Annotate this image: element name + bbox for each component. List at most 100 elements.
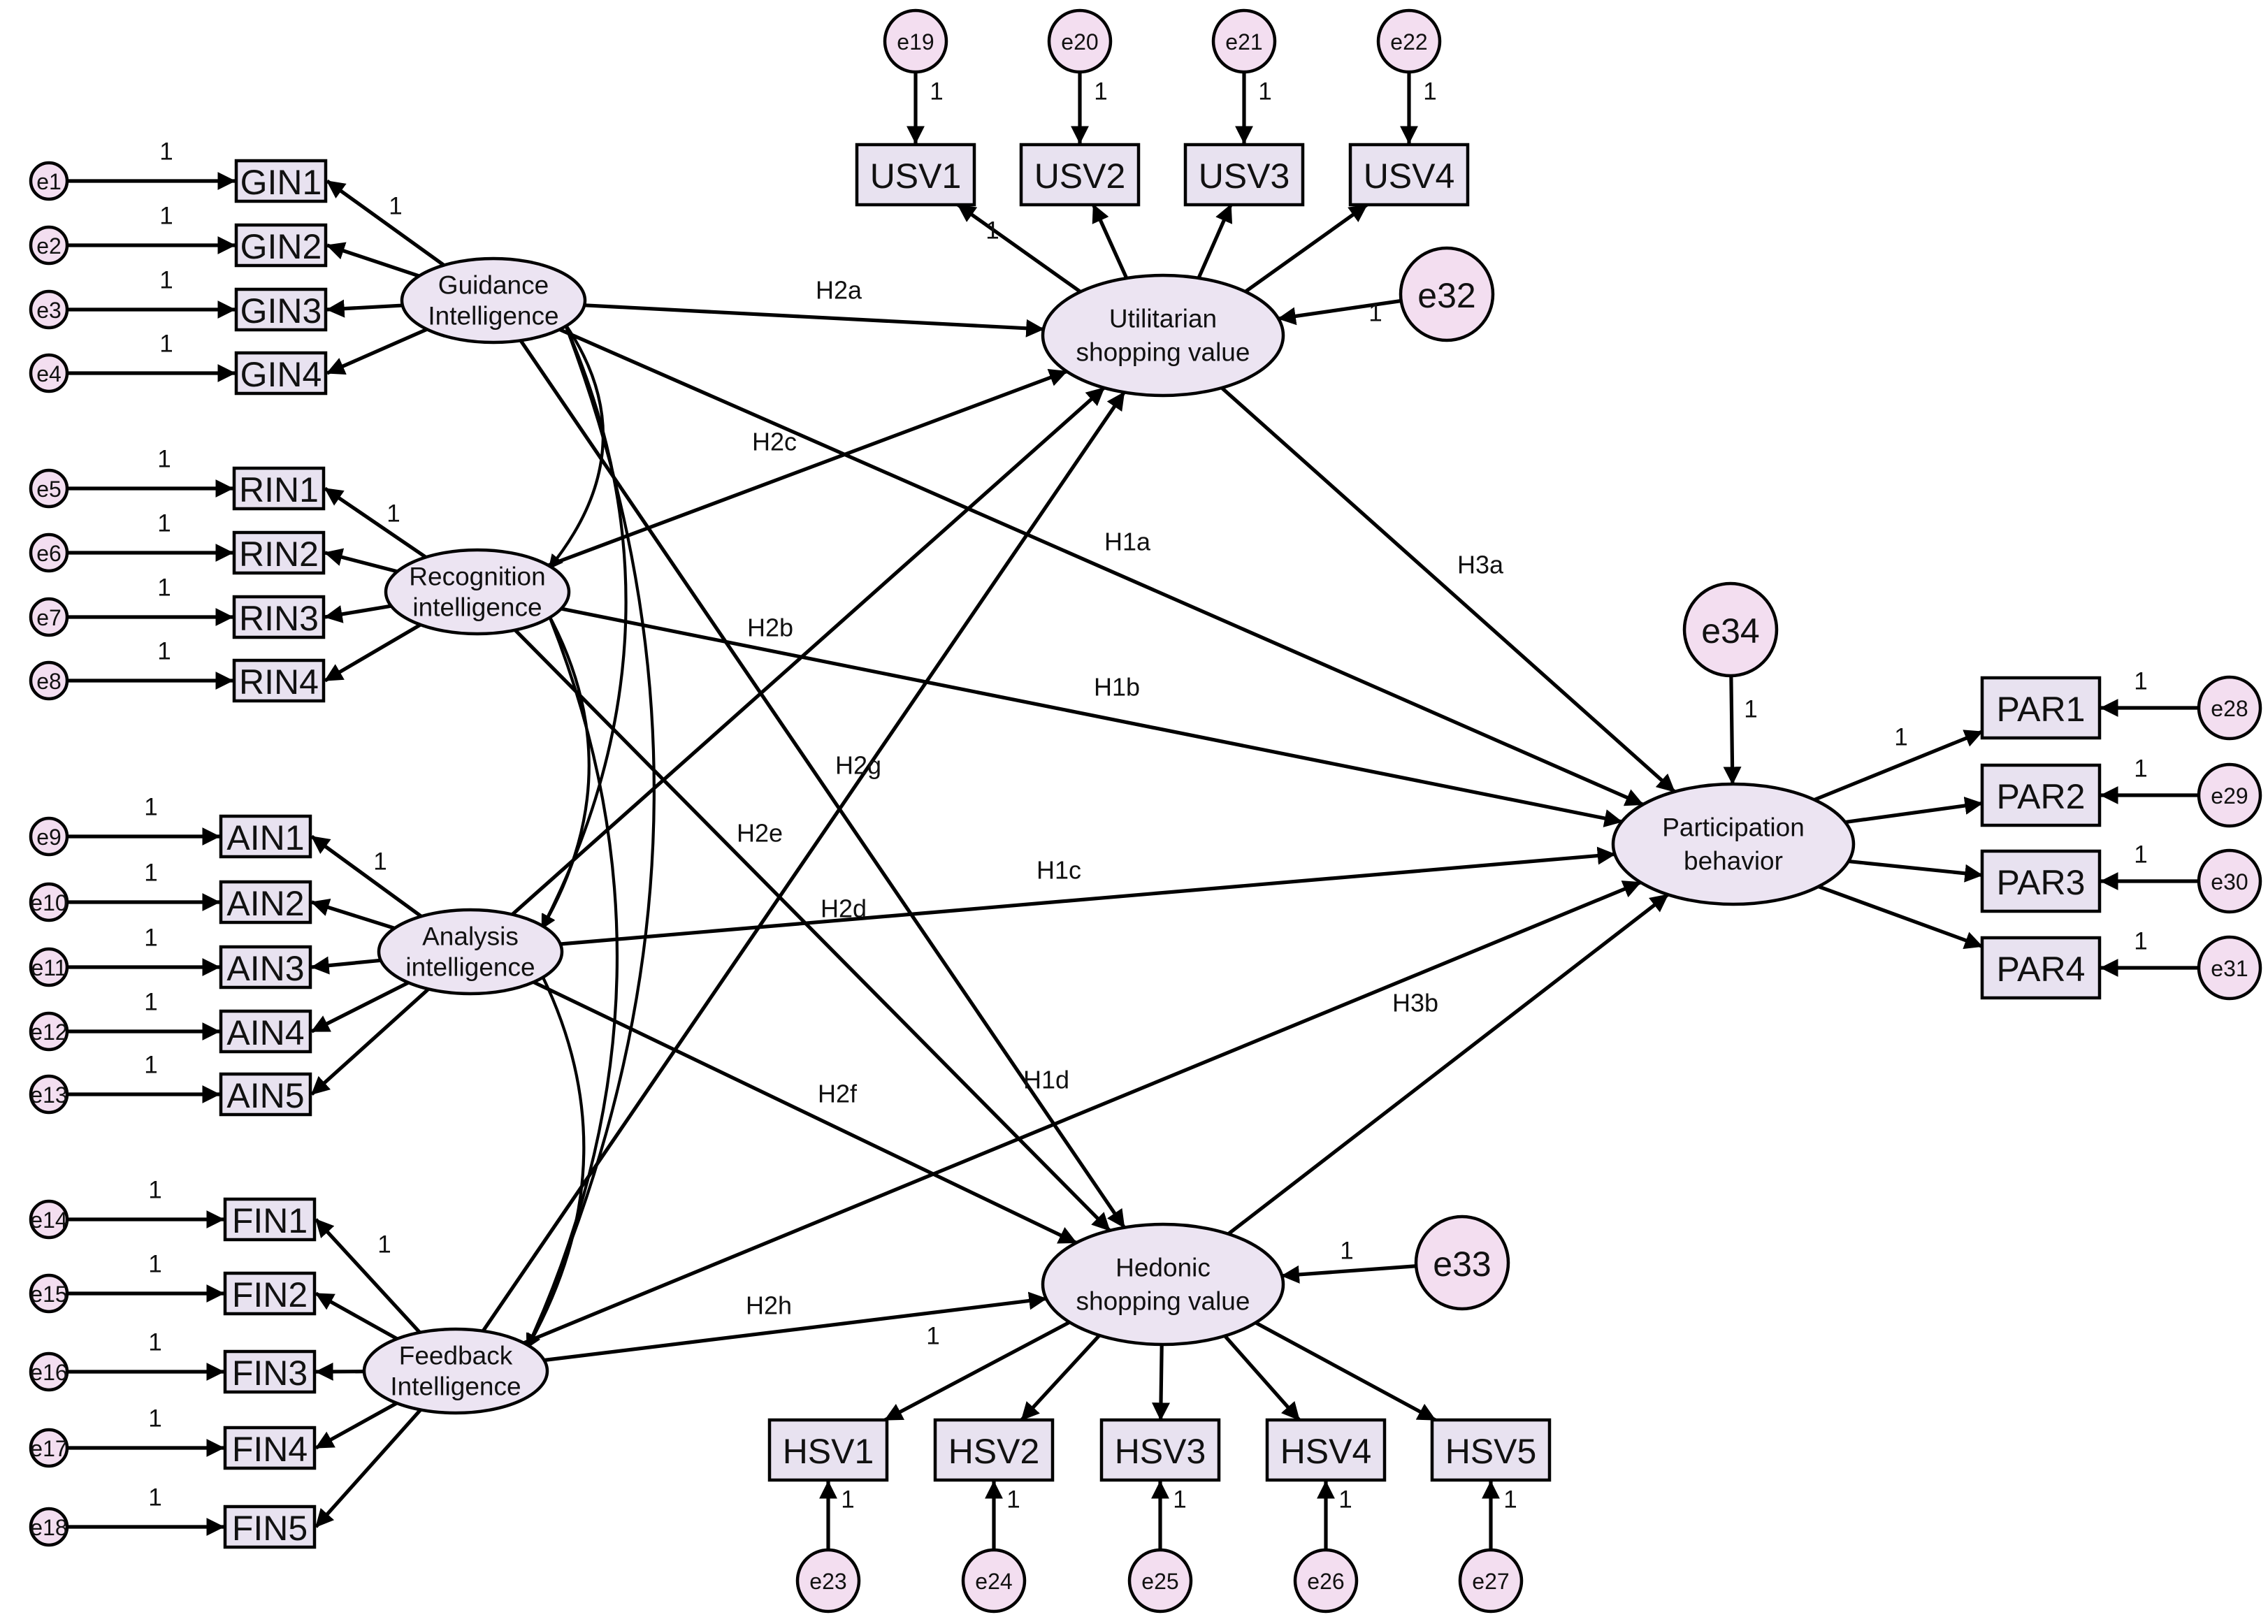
indicator-usv3: USV3 (1183, 143, 1305, 207)
loading-path (1020, 1334, 1101, 1421)
loading-path (1223, 1335, 1301, 1421)
disturbance-term: e33 (1414, 1215, 1510, 1311)
covariance-arc (526, 307, 656, 1349)
indicator-label: HSV2 (948, 1432, 1040, 1471)
loading-path (310, 980, 410, 1034)
indicator-label: AIN5 (226, 1076, 304, 1115)
error-weight: 1 (159, 267, 173, 294)
path-label-h3a: H3a (1457, 551, 1504, 579)
indicator-label: RIN1 (239, 470, 319, 509)
indicator-label: HSV4 (1280, 1432, 1372, 1471)
loading-path (1848, 859, 1984, 883)
error-term: e7 (29, 597, 69, 637)
disturbance-label: e32 (1417, 276, 1475, 315)
error-term: e11 (29, 947, 69, 987)
indicator-par1: PAR1 (1980, 676, 2102, 740)
indicator-ain3: AIN3 (219, 945, 312, 989)
error-label: e29 (2211, 783, 2248, 809)
indicator-hsv4: HSV4 (1265, 1418, 1387, 1482)
error-label: e28 (2211, 696, 2248, 721)
disturbance-label: e33 (1433, 1245, 1491, 1284)
error-weight: 1 (2134, 928, 2147, 955)
latent-label: Analysis (422, 922, 519, 951)
latent-label: behavior (1684, 847, 1783, 876)
loading-path (1197, 203, 1233, 279)
latent-label: Feedback (399, 1342, 513, 1370)
disturbance-path (1280, 1264, 1417, 1284)
loading-path (315, 1401, 398, 1450)
path-label-h2f: H2f (818, 1080, 858, 1108)
disturbance-term: e32 (1399, 246, 1495, 342)
indicator-ain5: AIN5 (219, 1072, 312, 1117)
covariance-arc (547, 307, 605, 570)
loading-path (326, 242, 420, 278)
disturbance-weight: 1 (1744, 696, 1757, 723)
path-label-h2e: H2e (737, 819, 783, 848)
indicator-label: HSV1 (783, 1432, 874, 1471)
loading-path (324, 548, 398, 574)
error-weight: 1 (148, 1177, 161, 1204)
loading-path (310, 987, 430, 1096)
disturbance-term: e34 (1682, 581, 1779, 678)
error-term: e31 (2197, 935, 2262, 1001)
loading-path (1818, 885, 1984, 949)
error-term: e9 (29, 816, 69, 857)
structural-path-h1a (558, 328, 1644, 806)
error-weight: 1 (157, 574, 171, 602)
error-label: e3 (36, 298, 62, 323)
error-term: e10 (29, 882, 69, 922)
indicator-label: GIN2 (240, 227, 322, 266)
error-term: e20 (1047, 8, 1113, 74)
indicator-label: FIN5 (232, 1509, 308, 1548)
loading-path (326, 179, 445, 267)
loading-path (326, 327, 428, 375)
error-weight: 1 (2134, 841, 2147, 869)
error-weight: 1 (1503, 1486, 1517, 1514)
error-weight: 1 (148, 1484, 161, 1511)
indicator-ain4: AIN4 (219, 1009, 312, 1054)
error-term: e6 (29, 532, 69, 573)
error-term: e23 (795, 1548, 861, 1614)
indicator-label: GIN3 (240, 291, 322, 331)
error-term: e17 (29, 1428, 69, 1468)
indicator-usv1: USV1 (855, 143, 976, 207)
indicator-label: USV4 (1364, 157, 1455, 196)
disturbance-path (1723, 675, 1742, 785)
structural-path-h3a (1220, 386, 1676, 793)
error-weight: 1 (2134, 755, 2147, 783)
indicator-label: FIN3 (232, 1354, 308, 1393)
path-label-h1d: H1d (1023, 1066, 1069, 1094)
error-term: e26 (1293, 1548, 1359, 1614)
error-term: e29 (2197, 762, 2262, 828)
indicator-label: RIN3 (239, 599, 319, 638)
indicator-par3: PAR3 (1980, 849, 2102, 913)
error-label: e23 (809, 1569, 846, 1594)
indicator-label: FIN1 (232, 1201, 308, 1240)
indicator-label: AIN1 (226, 818, 304, 857)
structural-path-h2a (584, 303, 1045, 338)
loading-path (310, 899, 396, 930)
covariance-arc (535, 599, 591, 930)
indicator-label: USV1 (870, 157, 962, 196)
latent-label: Intelligence (428, 302, 558, 331)
loading-path (310, 834, 423, 918)
indicator-gin3: GIN3 (234, 287, 328, 332)
loading-path (1092, 203, 1129, 280)
structural-path-h2h (544, 1291, 1048, 1363)
error-weight: 1 (148, 1251, 161, 1278)
error-term: e16 (29, 1351, 69, 1392)
error-term: e5 (29, 468, 69, 509)
indicator-label: USV2 (1034, 157, 1126, 196)
indicator-fin4: FIN4 (223, 1426, 317, 1470)
loading-path (1255, 1321, 1436, 1422)
indicator-label: USV3 (1199, 157, 1290, 196)
indicator-par4: PAR4 (1980, 936, 2102, 1000)
error-weight: 1 (1006, 1486, 1020, 1514)
error-label: e19 (897, 29, 934, 55)
indicator-label: AIN2 (226, 884, 304, 923)
loading-path (315, 1408, 422, 1528)
loading-path (326, 299, 403, 318)
